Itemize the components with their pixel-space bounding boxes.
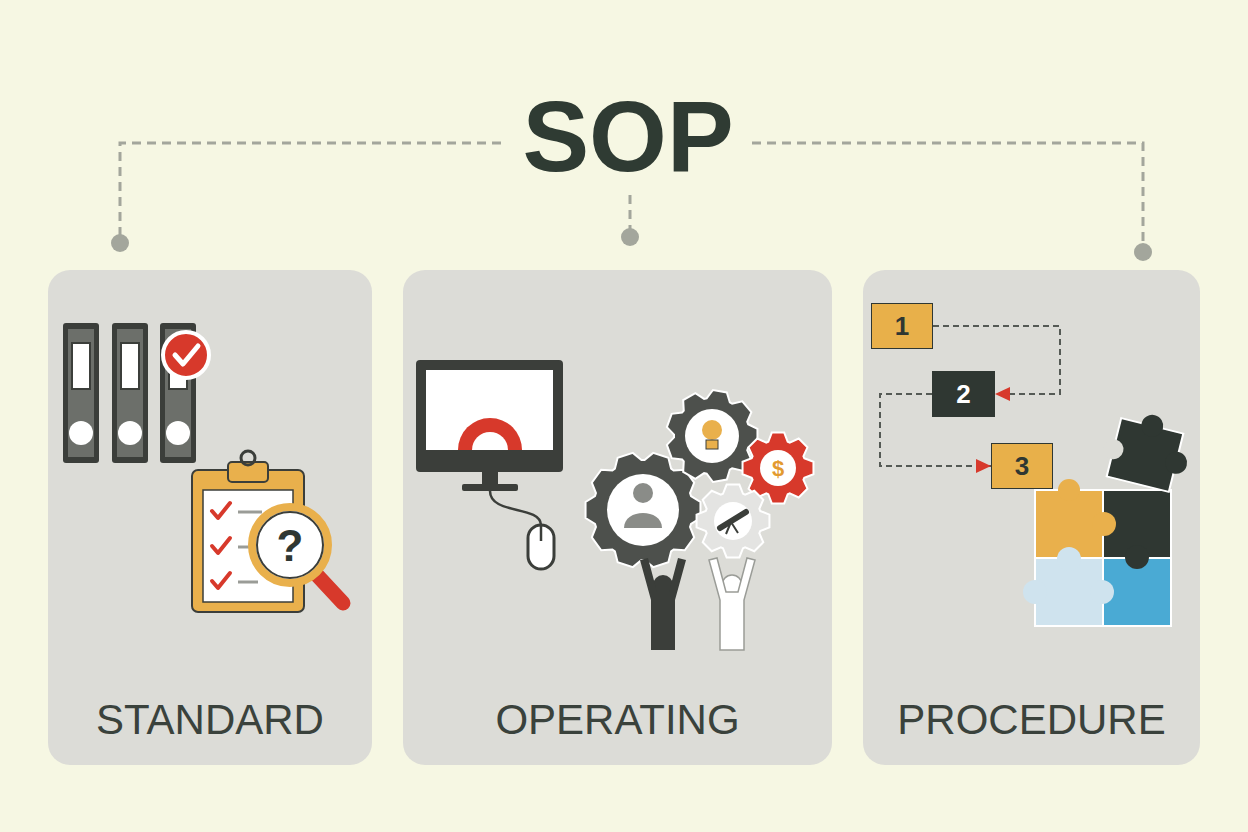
- puzzle-icon: [1023, 405, 1197, 626]
- panel-ground: [48, 270, 1200, 765]
- puzzle-icon: [1101, 437, 1125, 461]
- gear-symbols: [726, 522, 738, 534]
- gear-icon: [714, 502, 752, 540]
- magnifier-icon: [252, 507, 328, 583]
- binder-icon: [68, 329, 94, 457]
- puzzle-icon: [1097, 405, 1197, 494]
- monitor-icon: [458, 418, 522, 450]
- binder-icon: [117, 329, 143, 457]
- gear-symbols: [702, 420, 722, 440]
- monitor-icon: [426, 370, 553, 450]
- panel-label: STANDARD: [96, 697, 324, 743]
- gear-symbols: [633, 483, 653, 503]
- puzzle-icon: [1163, 449, 1190, 476]
- gear-symbols: [624, 420, 746, 534]
- magnifier-icon: [252, 507, 343, 603]
- binder-icon: [112, 323, 148, 463]
- puzzle-icon: [1057, 547, 1081, 571]
- monitor-icon: [528, 525, 554, 569]
- magnifier-icon: [316, 574, 343, 603]
- binder-icon: [72, 343, 90, 389]
- clipboard-icon: [192, 470, 304, 612]
- people-icon: [640, 558, 755, 650]
- clipboard-icon: [212, 503, 230, 588]
- people-icon: [709, 558, 755, 650]
- step-box: 2: [932, 371, 995, 417]
- monitor-icon: [540, 526, 543, 541]
- category-panel: STANDARD: [48, 270, 372, 765]
- check-badge: [163, 332, 209, 378]
- clipboard-icon: [212, 573, 230, 588]
- panel-ground: [863, 270, 1200, 765]
- puzzle-icon: [1125, 545, 1149, 569]
- panel-ground: [403, 270, 832, 765]
- step-box: 3: [991, 443, 1053, 489]
- binder-icon: [121, 343, 139, 389]
- clipboard-icon: [192, 451, 304, 612]
- monitor-icon: [416, 360, 563, 569]
- category-panel: PROCEDURE 1 2 3: [863, 270, 1200, 765]
- gear-icon: [760, 450, 796, 486]
- puzzle-icon: [1092, 512, 1116, 536]
- monitor-icon: [472, 432, 508, 450]
- gear-icon: [697, 485, 770, 558]
- step-number: 1: [895, 312, 909, 341]
- binder-icon: [63, 323, 99, 463]
- puzzle-icon: [1090, 580, 1114, 604]
- clipboard-icon: [212, 503, 230, 518]
- dollar-sign: $: [772, 458, 784, 480]
- puzzle-icon: [1058, 479, 1080, 501]
- title-bracket: [752, 143, 1143, 244]
- check-badge: [163, 332, 209, 378]
- gear-icon: [607, 474, 679, 546]
- panel-ground: [48, 270, 372, 765]
- monitor-icon: [416, 360, 563, 472]
- monitor-icon: [462, 484, 518, 491]
- step-box: 1: [871, 303, 933, 349]
- question-mark: ?: [277, 524, 304, 568]
- clipboard-icon: [238, 511, 262, 514]
- category-panel: OPERATING: [403, 270, 832, 765]
- panel-label: PROCEDURE: [897, 697, 1165, 743]
- gear-icon: [685, 409, 739, 463]
- binder-icon: [69, 421, 93, 445]
- monitor-icon: [490, 491, 541, 525]
- title-bracket: [120, 143, 505, 236]
- panel-label: OPERATING: [495, 697, 739, 743]
- check-badge: [175, 346, 198, 364]
- title-bracket: [629, 195, 632, 230]
- magnifier-icon: [257, 512, 323, 578]
- gear-symbols: [706, 440, 718, 449]
- gear-symbols: [624, 513, 662, 528]
- clipboard-icon: [238, 581, 258, 584]
- clipboard-icon: [241, 451, 255, 465]
- clipboard-icon: [212, 538, 230, 553]
- binder-icon: [118, 421, 142, 445]
- bracket-dot: [111, 234, 129, 252]
- step-number: 3: [1015, 452, 1029, 481]
- step-number: 2: [956, 380, 970, 409]
- puzzle-icon: [1139, 413, 1166, 440]
- binder-icon: [166, 421, 190, 445]
- bracket-dot: [111, 228, 1152, 261]
- gear-icon: [586, 390, 814, 567]
- bracket-dot: [621, 228, 639, 246]
- people-icon: [640, 558, 686, 650]
- bracket-dot: [1134, 243, 1152, 261]
- title: SOP: [522, 86, 733, 186]
- puzzle-icon: [1023, 580, 1047, 604]
- monitor-icon: [482, 472, 498, 484]
